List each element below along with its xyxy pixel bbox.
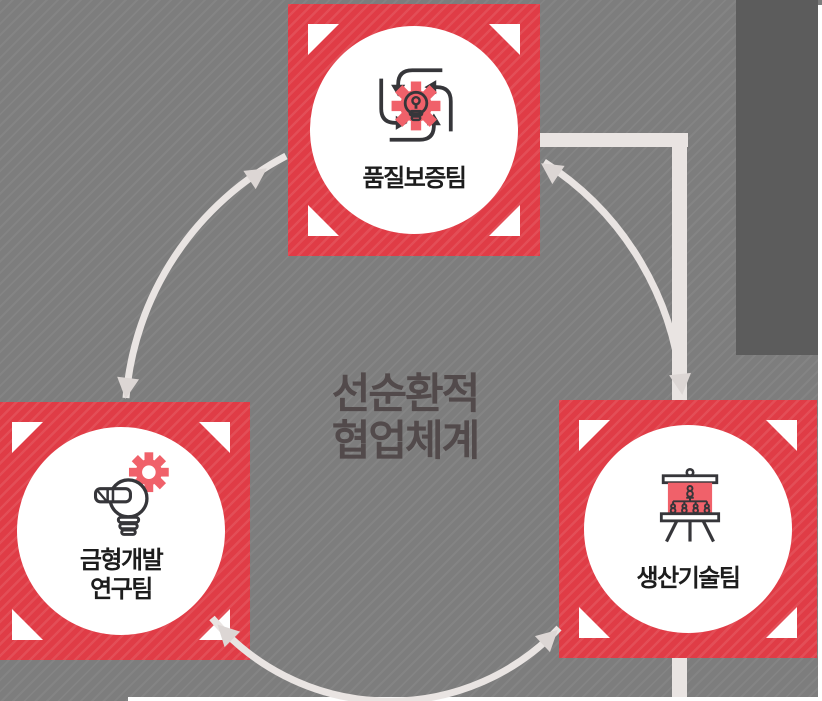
pencil-icon	[93, 487, 132, 504]
page-edge-right	[818, 5, 822, 701]
node-label-line: 연구팀	[90, 576, 153, 603]
corner-cut-icon	[766, 420, 797, 451]
elbow-connector-horizontal	[536, 133, 688, 147]
cycle-arc-right	[542, 159, 686, 397]
cycle-arc-left	[122, 152, 288, 399]
orgchart-icon	[669, 484, 711, 515]
board-top-bar	[661, 474, 719, 485]
bulb-pencil-gear-icon	[93, 452, 169, 536]
board-bottom-bar	[659, 512, 721, 523]
node-label: 생산기술팀	[636, 565, 741, 592]
corner-cut-icon	[12, 609, 43, 640]
arrowhead-to-bottom-left	[117, 376, 140, 399]
gear-icon	[128, 452, 169, 493]
corner-cut-icon	[308, 205, 339, 236]
diagram-title: 선순환적 협업체계	[245, 370, 565, 464]
page-edge-bottom	[128, 697, 822, 701]
corner-cut-icon	[308, 24, 339, 55]
corner-cut-icon	[199, 422, 230, 453]
node-quality-assurance-team: 품질보증팀	[288, 4, 540, 256]
corner-cut-icon	[12, 422, 43, 453]
node-mold-development-research-team: 금형개발 연구팀	[0, 402, 250, 660]
diagram-title-line: 협업체계	[331, 417, 481, 464]
node-label: 품질보증팀	[362, 165, 467, 192]
node-label-line: 금형개발	[79, 547, 164, 574]
node-circle	[584, 425, 792, 633]
cycle-arc-bottom	[209, 615, 562, 701]
diagram-title-line: 선순환적	[331, 370, 481, 417]
corner-cut-icon	[489, 24, 520, 55]
easel-legs	[665, 520, 715, 543]
lightbulb-icon	[403, 90, 429, 122]
presentation-orgchart-icon	[659, 467, 721, 543]
cycle-gear-bulb-icon	[379, 68, 453, 142]
corner-cut-icon	[579, 607, 610, 638]
background-dark-panel	[736, 0, 818, 355]
node-label: 금형개발 연구팀	[0, 546, 250, 604]
corner-cut-icon	[766, 607, 797, 638]
node-production-technology-team: 생산기술팀	[559, 400, 817, 658]
corner-cut-icon	[579, 420, 610, 451]
arrowhead-to-top-left	[243, 168, 267, 190]
corner-cut-icon	[199, 609, 230, 640]
corner-cut-icon	[489, 205, 520, 236]
